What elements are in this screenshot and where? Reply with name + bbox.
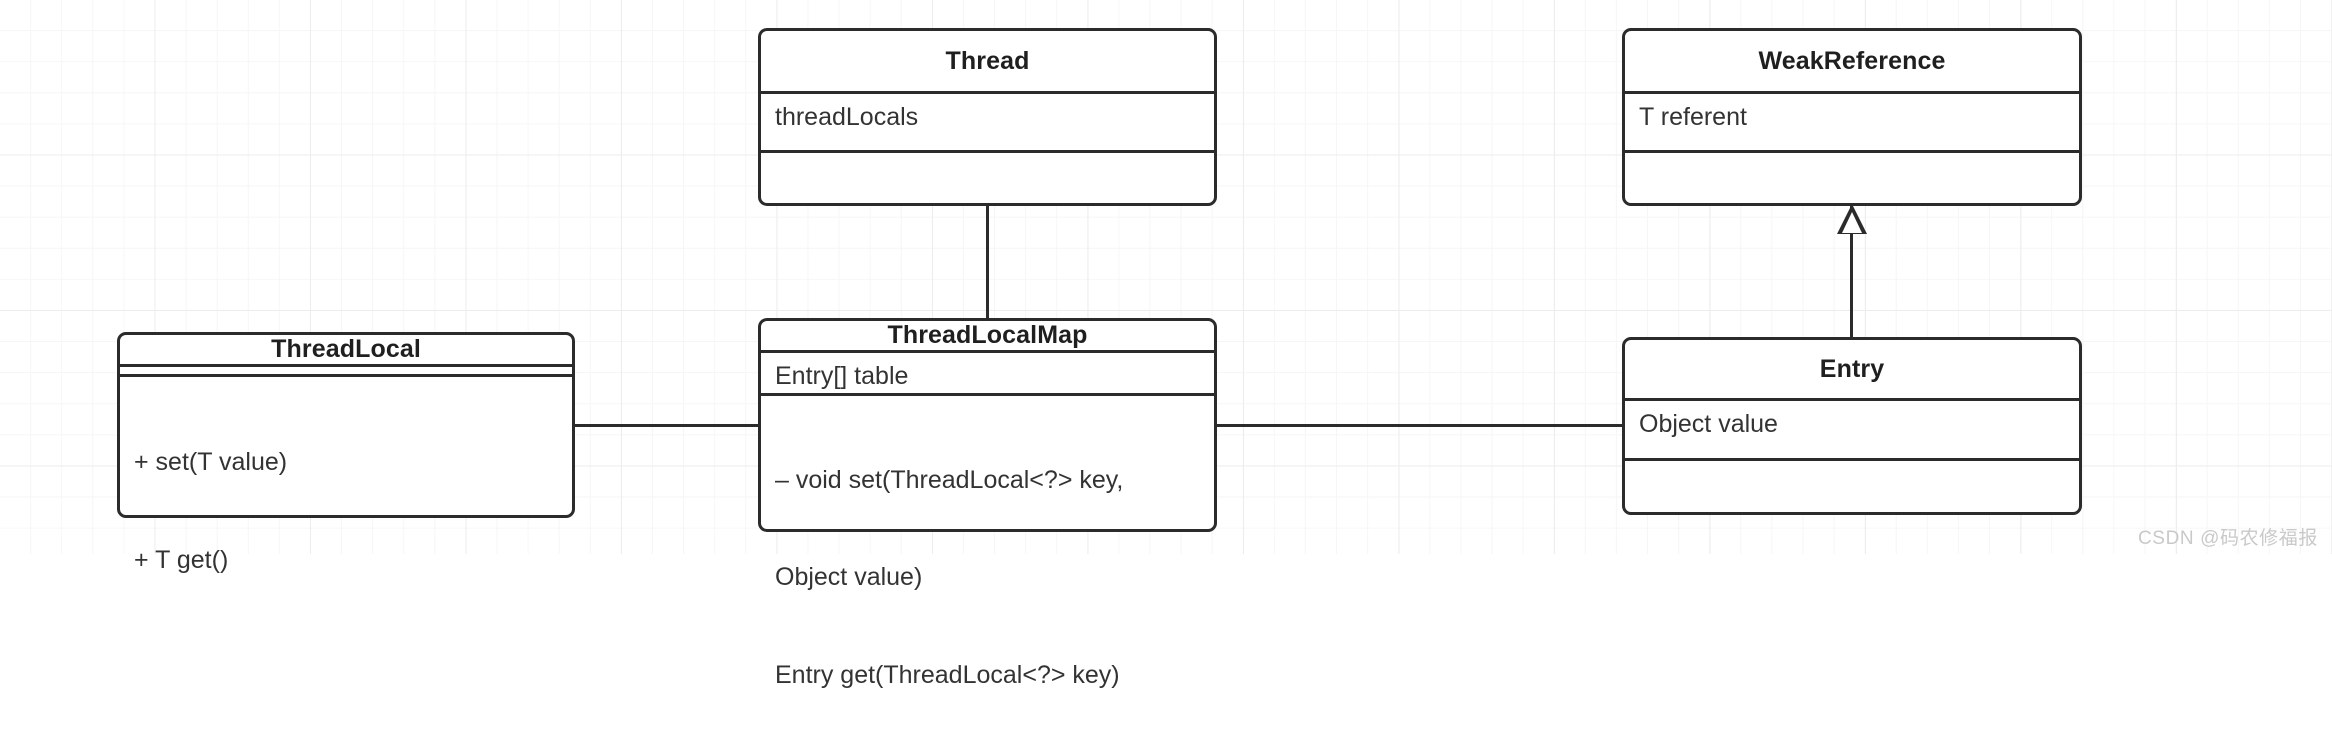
class-attributes-entry: Object value bbox=[1625, 398, 2079, 458]
watermark-text: CSDN @码农修福报 bbox=[2138, 523, 2318, 550]
class-box-weakreference[interactable]: WeakReference T referent bbox=[1622, 28, 2082, 206]
operation-item: Object value) bbox=[775, 561, 1200, 594]
operation-item: Entry get(ThreadLocal<?> key) bbox=[775, 659, 1200, 692]
operation-item: – void set(ThreadLocal<?> key, bbox=[775, 464, 1200, 497]
class-title-thread: Thread bbox=[761, 31, 1214, 91]
operation-item: + set(T value) bbox=[134, 446, 558, 479]
class-title-entry: Entry bbox=[1625, 340, 2079, 398]
class-attributes-threadlocal bbox=[120, 364, 572, 374]
operation-item: + T get() bbox=[134, 544, 558, 577]
class-box-threadlocalmap[interactable]: ThreadLocalMap Entry[] table – void set(… bbox=[758, 318, 1217, 532]
class-box-entry[interactable]: Entry Object value bbox=[1622, 337, 2082, 515]
class-title-weakreference: WeakReference bbox=[1625, 31, 2079, 91]
class-title-threadlocalmap: ThreadLocalMap bbox=[761, 321, 1214, 350]
class-box-thread[interactable]: Thread threadLocals bbox=[758, 28, 1217, 206]
connector-threadlocalmap-to-entry bbox=[1215, 424, 1625, 427]
class-operations-threadlocal: + set(T value) + T get() bbox=[120, 374, 572, 641]
connector-thread-to-threadlocalmap bbox=[986, 204, 989, 322]
class-attributes-weakreference: T referent bbox=[1625, 91, 2079, 150]
diagram-canvas: Thread threadLocals WeakReference T refe… bbox=[0, 0, 2332, 554]
class-box-threadlocal[interactable]: ThreadLocal + set(T value) + T get() bbox=[117, 332, 575, 518]
class-operations-threadlocalmap: – void set(ThreadLocal<?> key, Object va… bbox=[761, 393, 1214, 756]
class-title-threadlocal: ThreadLocal bbox=[120, 335, 572, 364]
class-operations-entry bbox=[1625, 458, 2079, 512]
connector-threadlocal-to-threadlocalmap bbox=[573, 424, 761, 427]
class-operations-weakreference bbox=[1625, 150, 2079, 203]
class-operations-thread bbox=[761, 150, 1214, 203]
class-attributes-threadlocalmap: Entry[] table bbox=[761, 350, 1214, 393]
class-attributes-thread: threadLocals bbox=[761, 91, 1214, 150]
